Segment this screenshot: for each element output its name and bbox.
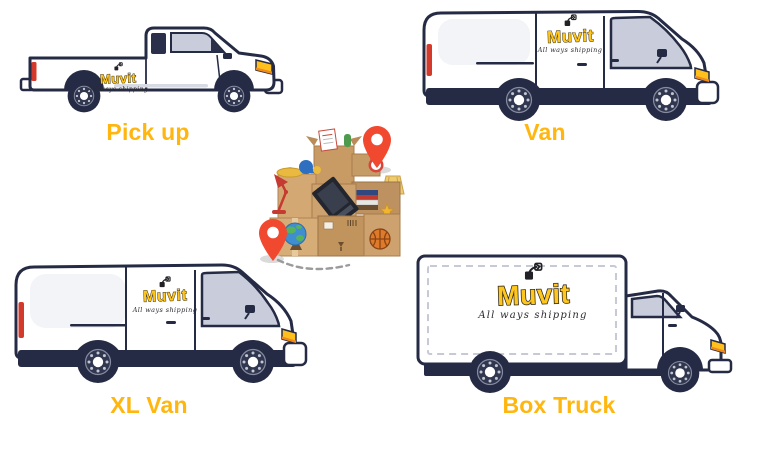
origin-pin-icon bbox=[259, 219, 287, 261]
box-dashed-border bbox=[427, 265, 617, 355]
rear-wheel bbox=[497, 78, 541, 122]
side-window bbox=[170, 32, 227, 53]
pickup-truck-illustration bbox=[19, 26, 284, 113]
front-bumper bbox=[695, 80, 720, 105]
front-bumper bbox=[707, 358, 733, 374]
vehicle-option-box-truck[interactable] bbox=[412, 252, 744, 394]
taillight bbox=[426, 44, 432, 76]
rear-wheel bbox=[67, 79, 101, 113]
front-door-handle bbox=[611, 59, 619, 62]
door-handle bbox=[166, 321, 176, 324]
door-handle bbox=[668, 324, 677, 327]
box-label bbox=[323, 221, 334, 230]
vehicle-option-pickup[interactable] bbox=[18, 24, 286, 120]
vehicle-label-van: Van bbox=[524, 119, 566, 145]
basketball bbox=[369, 228, 391, 250]
cactus bbox=[344, 134, 351, 147]
desk-lamp bbox=[272, 174, 288, 214]
route-dashed-line bbox=[276, 258, 351, 271]
windshield bbox=[200, 270, 281, 328]
door-handle bbox=[577, 63, 587, 66]
taillight bbox=[31, 62, 37, 81]
trim-line bbox=[70, 324, 126, 327]
vehicle-label-box-truck: Box Truck bbox=[502, 392, 616, 418]
xl-van-illustration bbox=[14, 263, 308, 384]
rear-wheel bbox=[76, 340, 120, 384]
front-wheel bbox=[660, 353, 700, 393]
taillight bbox=[18, 302, 24, 338]
cargo-box bbox=[416, 254, 628, 366]
moving-boxes-illustration bbox=[248, 124, 414, 274]
vehicle-option-xl-van[interactable] bbox=[6, 258, 310, 390]
body-panel-highlight bbox=[30, 274, 126, 328]
box-truck-illustration bbox=[416, 254, 733, 394]
packed-papers bbox=[318, 128, 338, 152]
rear-wheel bbox=[468, 350, 512, 394]
vehicle-label-pickup: Pick up bbox=[106, 119, 190, 145]
vent-window bbox=[211, 38, 223, 52]
mirror bbox=[657, 49, 667, 57]
step-bar bbox=[114, 84, 208, 88]
mirror bbox=[223, 53, 232, 59]
vehicle-option-van[interactable] bbox=[414, 6, 726, 124]
front-bumper bbox=[282, 341, 308, 367]
mirror bbox=[676, 305, 685, 312]
van-illustration bbox=[422, 10, 720, 122]
front-wheel bbox=[231, 340, 275, 384]
front-door-handle bbox=[202, 317, 210, 320]
body-panel-highlight bbox=[438, 19, 530, 65]
front-wheel bbox=[217, 79, 251, 113]
barcode-2 bbox=[347, 220, 357, 226]
trim-line bbox=[476, 62, 534, 65]
vehicle-label-xl-van: XL Van bbox=[110, 392, 188, 418]
rear-window bbox=[151, 33, 166, 54]
destination-pin-icon bbox=[363, 126, 391, 168]
front-wheel bbox=[644, 78, 688, 122]
windshield bbox=[609, 15, 693, 70]
mirror bbox=[245, 305, 255, 313]
